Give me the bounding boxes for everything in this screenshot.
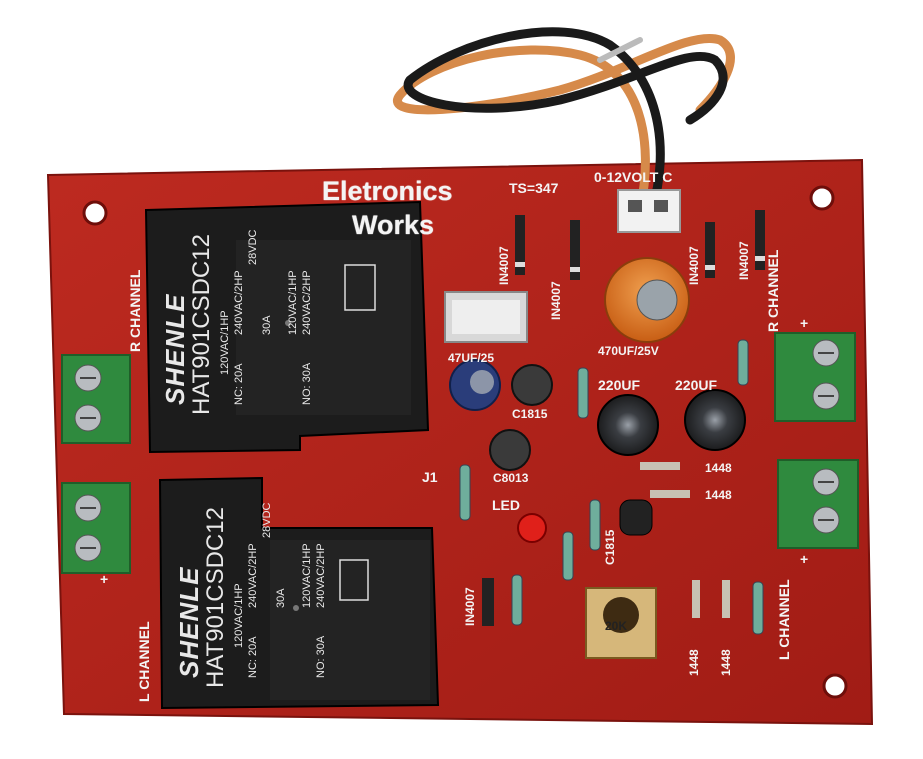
diode-in4007-d-label: IN4007 [737,241,751,280]
diode-in4007-low-label: IN4007 [463,587,477,626]
plus-sign-right-top: + [800,315,809,331]
mount-hole [82,200,108,226]
transistor-c1815-b-label: C1815 [603,529,617,565]
relay-top-spec5: 30A [261,315,273,335]
transistor-c8013 [489,429,531,471]
relay-top [144,200,430,454]
potentiometer [585,587,657,659]
diode-1448-b-label: 1448 [705,488,732,502]
l-channel-right-label: L CHANNEL [776,579,792,660]
plus-sign-right-bottom: + [800,551,809,567]
transistor-c1815-a [511,364,553,406]
pot-label: 20K [605,619,628,633]
diode-1448-a-label: 1448 [705,461,732,475]
diode-in4007-low [482,578,494,626]
relay-bottom-spec6: NO: 30A [315,635,327,678]
diode-1448-c [692,580,700,618]
relay-bottom-spec2: 240VAC/2HP [247,543,259,608]
led-label: LED [492,497,520,513]
relay-bottom-spec3: 28VDC [261,502,273,538]
relay-bottom-spec8: 240VAC/2HP [315,543,327,608]
transistor-c1815-a-label: C1815 [512,407,548,421]
terminal-block-left-top [61,354,131,444]
relay-bottom-spec4: NC: 20A [247,636,259,678]
diode-1448-d-label: 1448 [719,649,733,676]
relay-top-model: HAT901CSDC12 [188,234,215,415]
power-connector [617,189,681,233]
capacitor-470uf [604,257,690,343]
relay-top-spec1: 120VAC/1HP [219,310,231,375]
capacitor-220uf-a [597,394,659,456]
capacitor-220uf-b [684,389,746,451]
cap-47uf-label: 47UF/25 [448,351,495,365]
diode-1448-b [650,490,690,498]
relay-top-spec8: 240VAC/2HP [301,270,313,335]
relay-top-spec2: 240VAC/2HP [233,270,245,335]
mount-hole [822,673,848,699]
diode-in4007-a-label: IN4007 [497,246,511,285]
relay-bottom-spec1: 120VAC/1HP [233,583,245,648]
relay-bottom-model: HAT901CSDC12 [202,507,229,688]
l-channel-left-label: L CHANNEL [136,621,152,702]
transistor-c8013-label: C8013 [493,471,529,485]
voltage-label: 0-12VOLT C [594,169,673,185]
diode-1448-c-label: 1448 [687,649,701,676]
diode-1448-a [640,462,680,470]
cap-220uf-a-label: 220UF [598,377,641,393]
relay-bottom-brand: SHENLE [174,566,204,678]
relay-top-spec4: NC: 20A [233,363,245,405]
diode-in4007-c-label: IN4007 [687,246,701,285]
cap-220uf-b-label: 220UF [675,377,718,393]
relay-bottom-spec7: 120VAC/1HP [301,543,313,608]
relay-top-spec6: NO: 30A [301,362,313,405]
relay-top-spec3: 28VDC [247,229,259,265]
relay-top-brand: SHENLE [160,293,190,405]
plus-sign-left: + [100,571,109,587]
diode-in4007-b-label: IN4007 [549,281,563,320]
board-title-line2: Works [352,210,435,240]
cap-470uf-label: 470UF/25V [598,344,659,358]
relay-bottom-spec5: 30A [275,588,287,608]
capacitor-47uf [449,359,501,411]
board-title-line1: Eletronics [322,176,453,206]
relay-top-spec7: 120VAC/1HP [287,270,299,335]
transistor-c1815-b [619,499,653,536]
input-wires [393,27,735,215]
red-led [517,513,547,543]
diode-1448-d [722,580,730,618]
terminal-block-right-bottom [777,459,859,549]
r-channel-left-label: R CHANNEL [127,269,143,352]
terminal-block-left-bottom [61,482,131,574]
ts-label: TS=347 [509,180,559,196]
terminal-block-right-top [774,332,856,422]
resistors [459,339,764,635]
mount-hole [809,185,835,211]
j1-label: J1 [422,469,438,485]
diode-bridge [515,210,765,280]
relay-bottom [158,476,440,710]
r-channel-right-label: R CHANNEL [765,249,781,332]
